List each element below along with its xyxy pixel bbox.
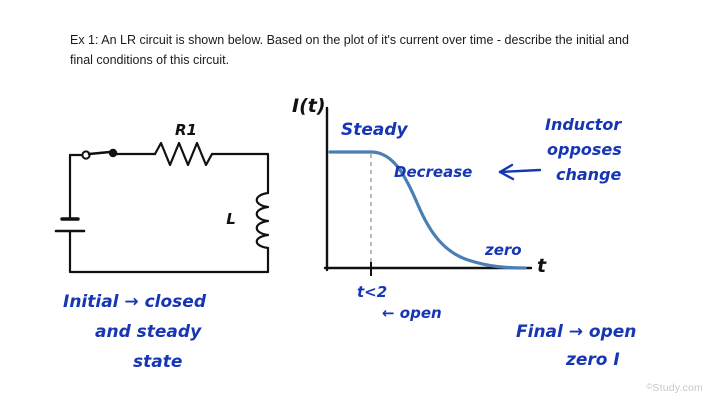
plot-axes — [323, 106, 533, 272]
annotation-zero: zero — [484, 241, 522, 259]
resistor-symbol — [153, 141, 214, 167]
annotation-steady: Steady — [341, 120, 409, 140]
annotation-t-less-than-2: t<2 — [357, 283, 387, 301]
note-initial-line3: state — [133, 352, 182, 372]
circuit-wire-top-right — [210, 152, 270, 195]
resistor-label: R1 — [175, 121, 197, 139]
circuit-diagram — [54, 141, 270, 274]
switch-blade — [87, 150, 112, 156]
watermark: ©Study.com — [646, 382, 703, 394]
switch-terminal-right — [108, 148, 118, 158]
current-decay-curve — [328, 150, 527, 270]
note-final-line2: zero I — [565, 350, 620, 370]
note-inductor-line2: opposes — [547, 140, 622, 159]
annotation-open-arrow: ← open — [382, 304, 442, 322]
note-initial-line2: and steady — [95, 322, 202, 342]
circuit-wire-bottom — [68, 229, 270, 274]
arrow-to-curve — [498, 163, 542, 181]
y-axis-label: I(t) — [292, 95, 326, 117]
note-initial-line1: Initial → closed — [63, 292, 207, 312]
annotation-decrease: Decrease — [394, 163, 472, 181]
watermark-text: Study.com — [652, 382, 703, 394]
note-final-line1: Final → open — [516, 322, 636, 342]
inductor-label: L — [226, 210, 236, 228]
note-inductor-line3: change — [556, 165, 622, 184]
question-prompt: Ex 1: An LR circuit is shown below. Base… — [70, 33, 629, 67]
x-axis-label: t — [537, 255, 547, 277]
note-inductor-line1: Inductor — [545, 115, 622, 134]
watermark-copyright-symbol: © — [646, 382, 653, 391]
inductor-symbol — [255, 191, 270, 250]
